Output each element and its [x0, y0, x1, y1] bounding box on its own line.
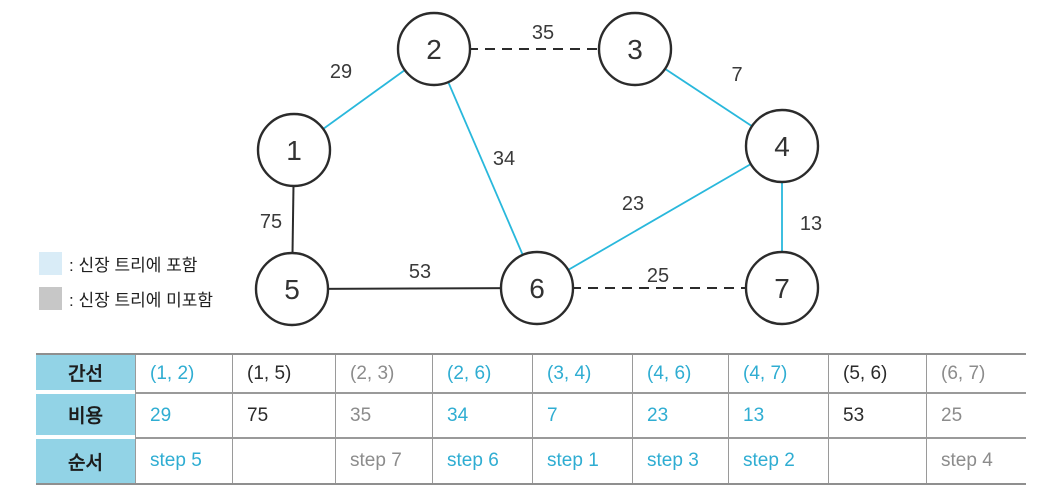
- cost-cell: 53: [828, 394, 926, 439]
- edge-weight-4-7: 13: [800, 213, 822, 235]
- cost-cell: 25: [926, 394, 1026, 439]
- node-3-label: 3: [627, 34, 643, 65]
- legend-excluded-label: : 신장 트리에 미포함: [69, 291, 214, 310]
- node-7-label: 7: [774, 273, 790, 304]
- graph-canvas: 29 35 7 34 23 13 75 53 25 1 2 3 4 5: [254, 11, 822, 327]
- legend-item-included: : 신장 트리에 포함: [39, 252, 213, 275]
- excluded-swatch-icon: [39, 287, 62, 310]
- node-4-circle: [744, 108, 820, 184]
- edge-weight-2-6: 34: [493, 148, 515, 170]
- row-header-cost: 비용: [36, 394, 135, 439]
- cost-cell: 75: [232, 394, 335, 439]
- edge-cell: (6, 7): [926, 355, 1026, 394]
- edge-cell: (2, 3): [335, 355, 432, 394]
- cost-cell: 7: [532, 394, 632, 439]
- step-cell: [828, 439, 926, 483]
- legend-item-excluded: : 신장 트리에 미포함: [39, 287, 213, 310]
- row-header-order: 순서: [36, 439, 135, 483]
- cost-cell: 29: [135, 394, 232, 439]
- edge-table: 간선 (1, 2) (1, 5) (2, 3) (2, 6) (3, 4) (4…: [36, 353, 1026, 485]
- edge-cell: (4, 7): [728, 355, 828, 394]
- edge-5-6: [291, 287, 538, 290]
- edge-cell: (3, 4): [532, 355, 632, 394]
- edge-cell: (2, 6): [432, 355, 532, 394]
- edge-cell: (1, 5): [232, 355, 335, 394]
- node-5: 5: [254, 251, 330, 327]
- legend-included-label: : 신장 트리에 포함: [69, 256, 198, 275]
- node-7: 7: [744, 250, 820, 326]
- node-3-circle: [597, 11, 673, 87]
- node-1: 1: [256, 112, 332, 188]
- node-1-circle: [256, 112, 332, 188]
- step-cell: step 4: [926, 439, 1026, 483]
- node-6: 6: [499, 250, 575, 326]
- step-cell: step 1: [532, 439, 632, 483]
- node-7-circle: [744, 250, 820, 326]
- edge-weight-6-7: 25: [647, 265, 669, 287]
- node-3: 3: [597, 11, 673, 87]
- table-row-order: 순서 step 5 step 7 step 6 step 1 step 3 st…: [36, 439, 1026, 483]
- node-5-circle: [254, 251, 330, 327]
- edge-4-6: [536, 145, 783, 289]
- node-6-circle: [499, 250, 575, 326]
- node-2-circle: [396, 11, 472, 87]
- cost-cell: 35: [335, 394, 432, 439]
- edge-cell: (5, 6): [828, 355, 926, 394]
- row-header-edge: 간선: [36, 355, 135, 394]
- step-cell: step 5: [135, 439, 232, 483]
- step-cell: step 7: [335, 439, 432, 483]
- step-cell: step 3: [632, 439, 728, 483]
- step-cell: step 2: [728, 439, 828, 483]
- edge-weight-1-5: 75: [260, 211, 282, 233]
- step-cell: [232, 439, 335, 483]
- edge-2-6: [433, 48, 538, 289]
- edge-cell: (1, 2): [135, 355, 232, 394]
- step-cell: step 6: [432, 439, 532, 483]
- cost-cell: 13: [728, 394, 828, 439]
- node-2: 2: [396, 11, 472, 87]
- table-row-edge: 간선 (1, 2) (1, 5) (2, 3) (2, 6) (3, 4) (4…: [36, 355, 1026, 394]
- node-5-label: 5: [284, 274, 300, 305]
- node-6-label: 6: [529, 273, 545, 304]
- edge-weight-4-6: 23: [622, 193, 644, 215]
- node-2-label: 2: [426, 34, 442, 65]
- node-1-label: 1: [286, 135, 302, 166]
- included-swatch-icon: [39, 252, 62, 275]
- edge-weight-2-3: 35: [532, 22, 554, 44]
- table-row-cost: 비용 29 75 35 34 7 23 13 53 25: [36, 394, 1026, 439]
- edge-weight-5-6: 53: [409, 261, 431, 283]
- cost-cell: 34: [432, 394, 532, 439]
- cost-cell: 23: [632, 394, 728, 439]
- node-4: 4: [744, 108, 820, 184]
- edge-cell: (4, 6): [632, 355, 728, 394]
- edge-weight-1-2: 29: [330, 61, 352, 83]
- legend: : 신장 트리에 포함 : 신장 트리에 미포함: [39, 252, 213, 322]
- edge-weight-3-4: 7: [731, 64, 742, 86]
- node-4-label: 4: [774, 131, 790, 162]
